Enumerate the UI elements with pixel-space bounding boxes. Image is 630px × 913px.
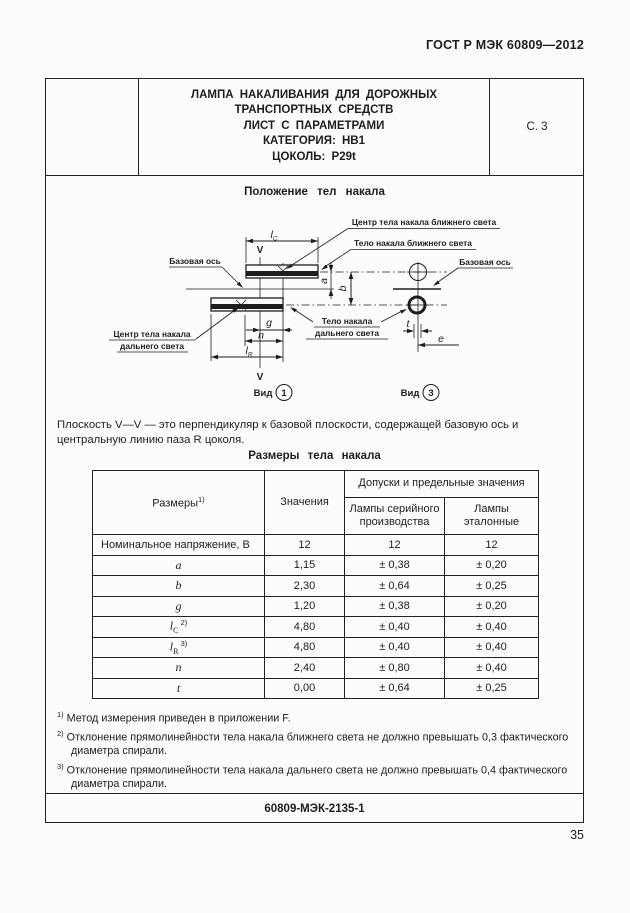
dim-cell: а	[92, 554, 265, 576]
plane-mark-bottom: V	[257, 372, 264, 383]
view3-end-view	[286, 262, 459, 352]
svg-text:Вид: Вид	[254, 388, 273, 399]
title-line: ЛАМПА НАКАЛИВАНИЯ ДЛЯ ДОРОЖНЫХ	[191, 88, 437, 101]
body-low-beam-label: Тело накала ближнего света	[354, 238, 472, 248]
col-header-dimensions: Размеры1)	[92, 470, 265, 535]
section-title: Положение тел накала	[244, 186, 385, 198]
filament-position-diagram: V V Базовая ось Центр тела накала ближне…	[109, 217, 513, 401]
dim-cell: b	[92, 575, 265, 597]
dim-cell: Номинальное напряжение, В	[92, 534, 265, 556]
dim-cell: t	[92, 677, 265, 699]
serial-cell: ± 0,38	[344, 554, 445, 576]
reference-cell: ± 0,20	[444, 595, 539, 617]
value-cell: 1,15	[264, 554, 345, 576]
title-block: ЛАМПА НАКАЛИВАНИЯ ДЛЯ ДОРОЖНЫХ ТРАНСПОРТ…	[45, 78, 584, 176]
page-number: 35	[570, 828, 584, 842]
col-header-serial-lamps: Лампы серийного производства	[344, 497, 445, 535]
svg-text:3: 3	[428, 388, 433, 399]
dim-g: g	[266, 317, 272, 329]
title-line: ЛИСТ С ПАРАМЕТРАМИ	[243, 119, 385, 132]
dim-t: t	[407, 318, 411, 330]
value-cell: 2,30	[264, 575, 345, 597]
footnote: 2)Отклонение прямолинейности тела накала…	[57, 729, 569, 758]
footnotes: 1)Метод измерения приведен в приложении …	[57, 708, 581, 793]
view1-caption: Вид 1	[254, 384, 293, 401]
table-row: n 2,40 ± 0,80 ± 0,40	[92, 657, 539, 679]
sheet-ref: С. 3	[489, 78, 584, 175]
value-cell: 4,80	[264, 636, 345, 658]
leader-lines	[109, 228, 513, 353]
reference-cell: ± 0,20	[444, 554, 539, 576]
dim-cell: n	[92, 657, 265, 679]
dim-lc: lC	[270, 229, 277, 243]
serial-cell: ± 0,40	[344, 616, 445, 638]
base-axis-right-label: Базовая ось	[459, 257, 511, 267]
table-row: g 1,20 ± 0,38 ± 0,20	[92, 595, 539, 617]
table-row: lR 3) 4,80 ± 0,40 ± 0,40	[92, 636, 539, 658]
value-cell: 1,20	[264, 595, 345, 617]
dim-lr: lR	[245, 345, 252, 359]
table-row: Номинальное напряжение, В 12 12 12	[92, 534, 539, 556]
footnote: 1)Метод измерения приведен в приложении …	[57, 710, 291, 725]
plane-definition-note: Плоскость V—V — это перпендикуляр к базо…	[57, 419, 519, 446]
dim-cell: lR 3)	[92, 636, 265, 658]
title-line: КАТЕГОРИЯ: HB1	[263, 135, 365, 148]
filament-dimensions-table: Размеры1) Значения Допуски и предельные …	[92, 470, 539, 699]
title-line: ТРАНСПОРТНЫХ СРЕДСТВ	[234, 104, 394, 117]
title-block-empty-cell	[45, 78, 139, 175]
dim-n: n	[258, 330, 264, 342]
reference-cell: ± 0,40	[444, 616, 539, 638]
value-cell: 4,80	[264, 616, 345, 638]
plane-mark-top: V	[257, 245, 264, 256]
dim-e: е	[438, 333, 444, 345]
center-high-beam-label: дальнего света	[120, 341, 184, 351]
value-cell: 2,40	[264, 657, 345, 679]
col-header-tolerances: Допуски и предельные значения	[344, 470, 539, 498]
sheet-code: 60809-МЭК-2135-1	[45, 793, 584, 823]
dim-cell: lC 2)	[92, 616, 265, 638]
value-cell: 12	[264, 534, 345, 556]
body-high-beam-label: дальнего света	[315, 328, 379, 338]
serial-cell: ± 0,38	[344, 595, 445, 617]
table-title: Размеры тела накала	[248, 450, 381, 462]
serial-cell: 12	[344, 534, 445, 556]
base-axis-left-label: Базовая ось	[169, 256, 221, 266]
serial-cell: ± 0,64	[344, 677, 445, 699]
dim-b: b	[337, 285, 349, 291]
dim-a: а	[318, 278, 330, 284]
serial-cell: ± 0,80	[344, 657, 445, 679]
col-header-reference-lamps: Лампы эталонные	[444, 497, 539, 535]
reference-cell: ± 0,40	[444, 657, 539, 679]
table-row: t 0,00 ± 0,64 ± 0,25	[92, 677, 539, 699]
reference-cell: ± 0,25	[444, 575, 539, 597]
view3-caption: Вид 3	[401, 384, 440, 401]
center-high-beam-label: Центр тела накала	[113, 329, 190, 339]
svg-text:Вид: Вид	[401, 388, 420, 399]
lamp-title: ЛАМПА НАКАЛИВАНИЯ ДЛЯ ДОРОЖНЫХ ТРАНСПОРТ…	[139, 78, 489, 175]
reference-cell: 12	[444, 534, 539, 556]
view1-side-view	[186, 237, 334, 368]
table-row: b 2,30 ± 0,64 ± 0,25	[92, 575, 539, 597]
standard-number: ГОСТ Р МЭК 60809—2012	[426, 38, 584, 52]
reference-cell: ± 0,25	[444, 677, 539, 699]
center-low-beam-label: Центр тела накала ближнего света	[352, 217, 497, 227]
col-header-values: Значения	[264, 470, 345, 535]
title-line: ЦОКОЛЬ: P29t	[272, 150, 356, 163]
table-row: lC 2) 4,80 ± 0,40 ± 0,40	[92, 616, 539, 638]
footnote: 3)Отклонение прямолинейности тела накала…	[57, 761, 568, 791]
reference-cell: ± 0,40	[444, 636, 539, 658]
svg-text:1: 1	[281, 388, 287, 399]
body-high-beam-label: Тело накала	[322, 316, 373, 326]
serial-cell: ± 0,64	[344, 575, 445, 597]
value-cell: 0,00	[264, 677, 345, 699]
table-row: а 1,15 ± 0,38 ± 0,20	[92, 554, 539, 576]
serial-cell: ± 0,40	[344, 636, 445, 658]
dim-cell: g	[92, 595, 265, 617]
